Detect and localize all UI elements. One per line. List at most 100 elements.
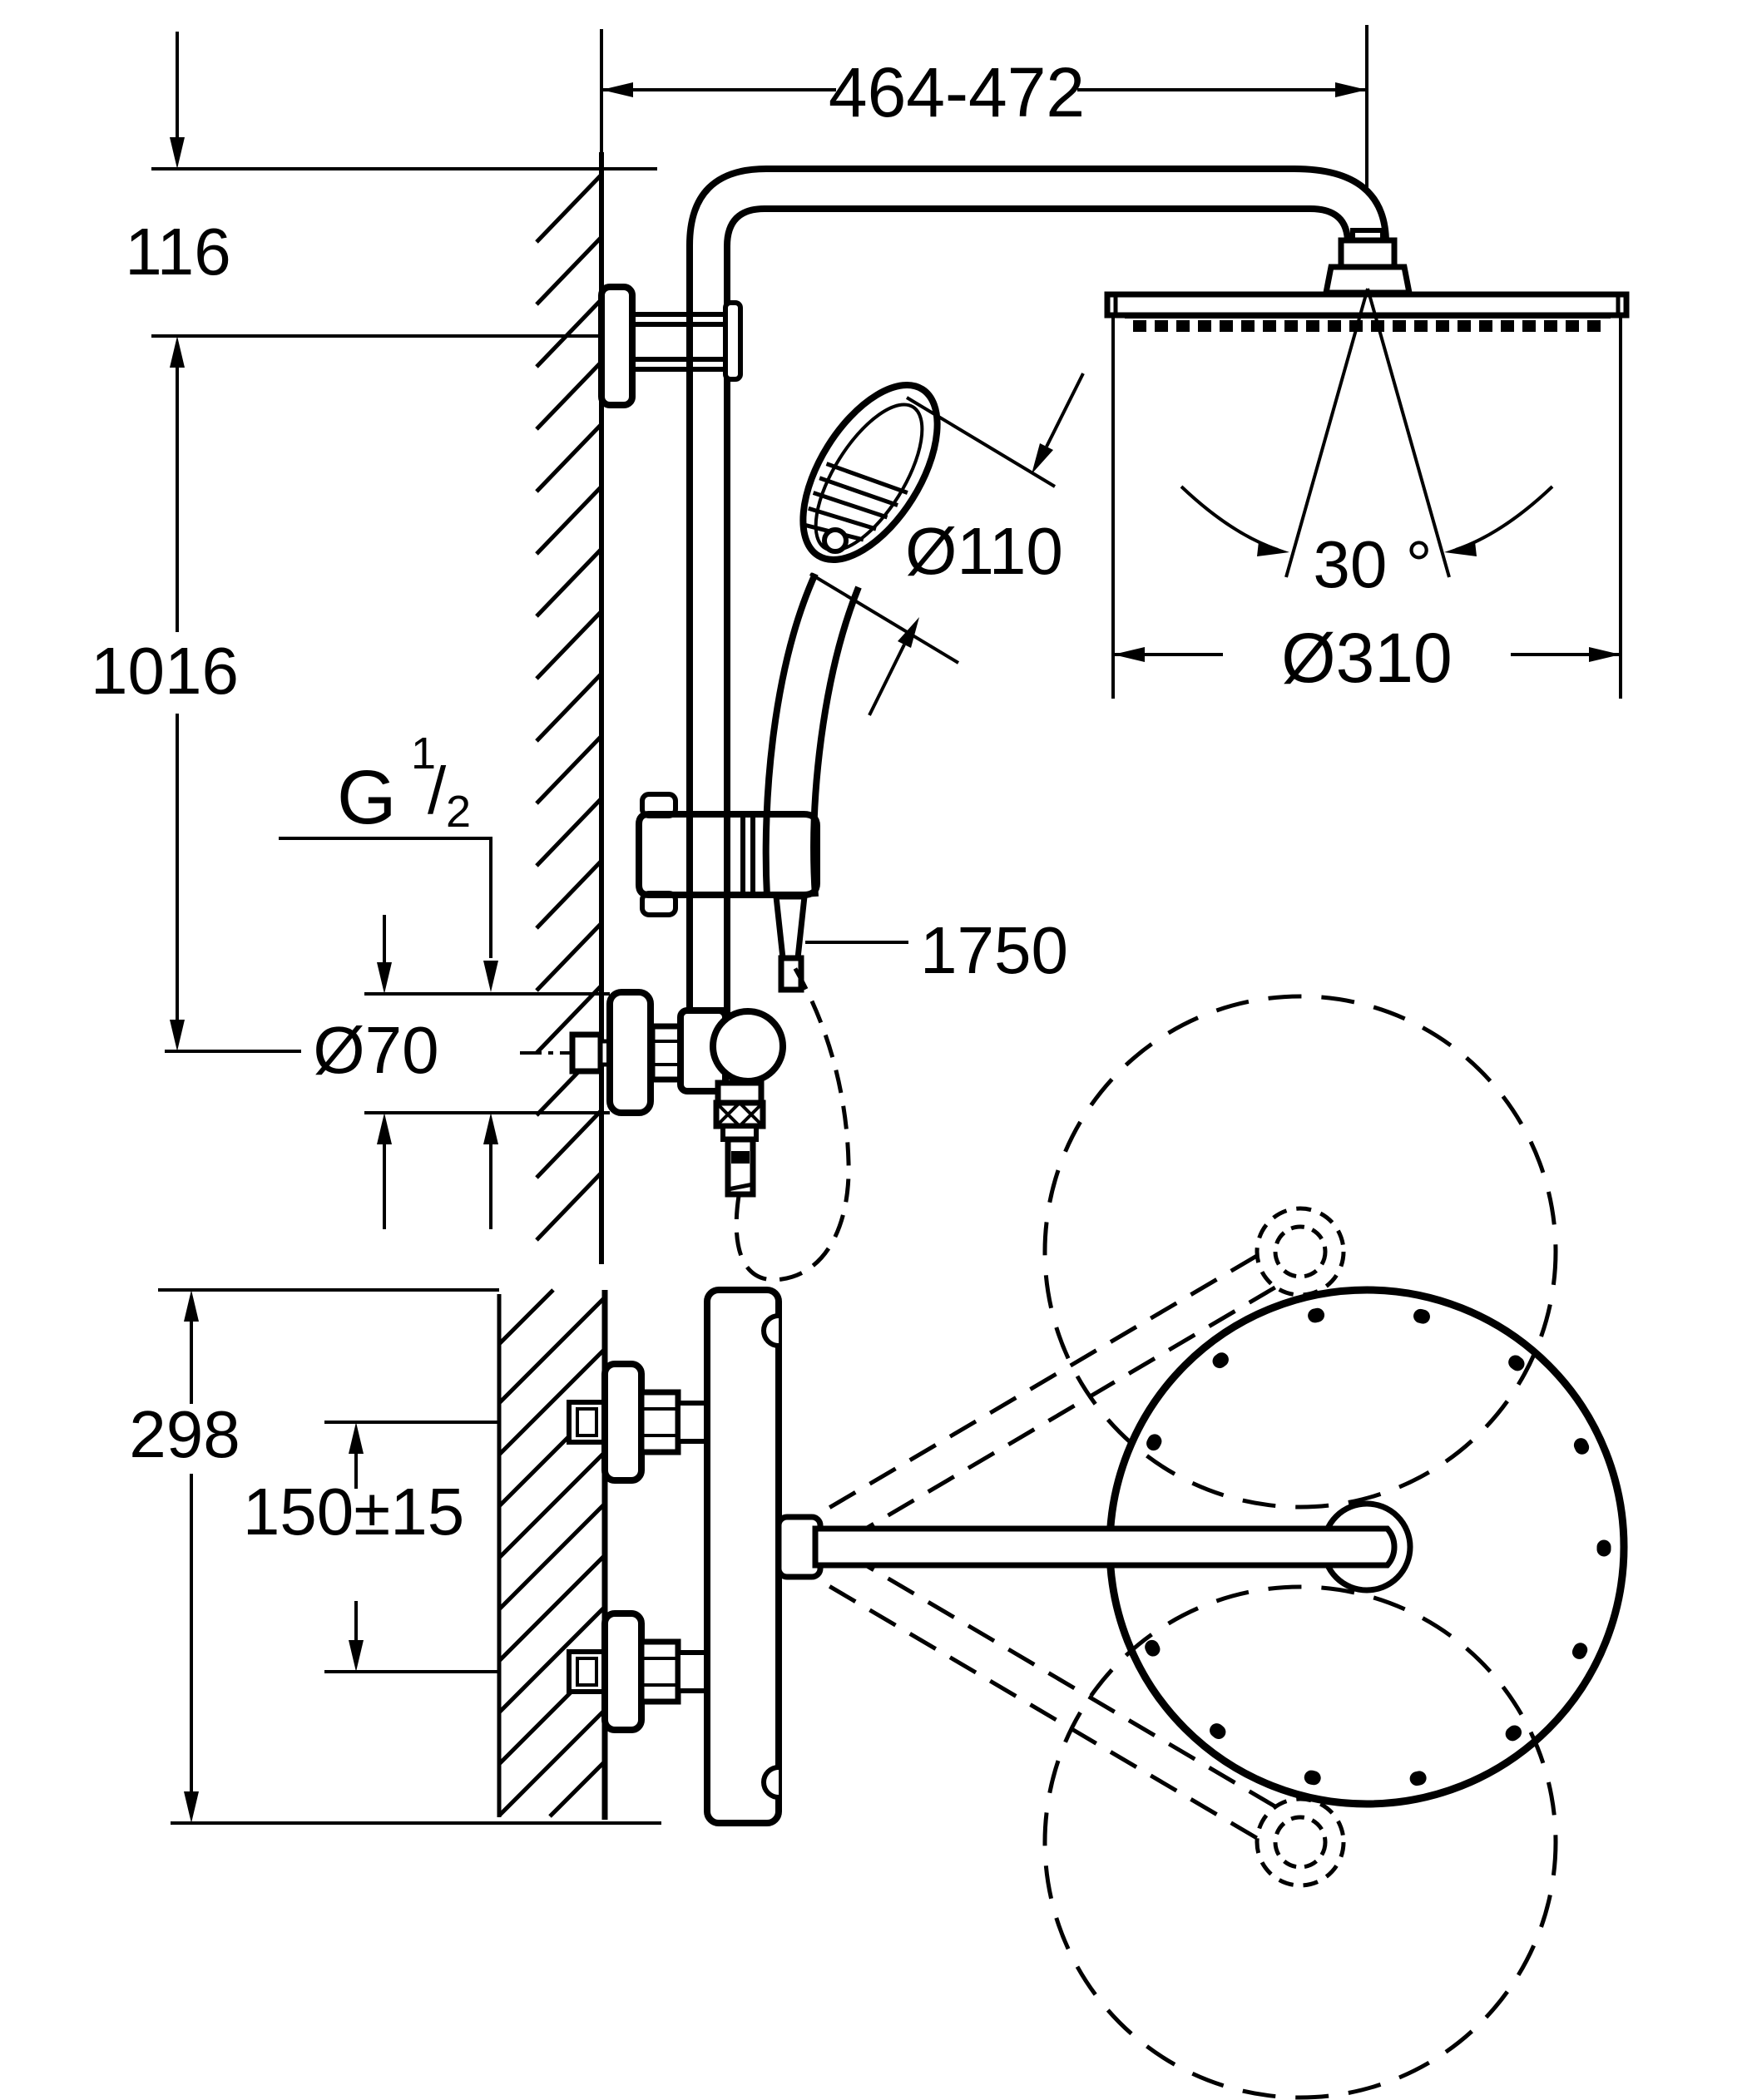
- head-plate-rims: [1113, 294, 1621, 315]
- dim-label-70: Ø70: [313, 1013, 438, 1087]
- bar-notch-bottom: [761, 1765, 779, 1800]
- handshower-handle: [762, 572, 862, 897]
- dim-rail-height: 1016: [91, 336, 239, 1051]
- dim-swivel-angle: 30 °: [1180, 288, 1554, 601]
- head-ext-lines: [1111, 315, 1622, 699]
- arrow-down: [170, 137, 185, 169]
- wall-section-side: [535, 152, 604, 1264]
- arrow-a-shaft: [1045, 373, 1085, 447]
- head-shower-plan: [812, 1286, 1628, 1808]
- thread-underline-leader: [279, 837, 492, 958]
- curved-arrow-right: [1455, 485, 1554, 551]
- nipple-top: [676, 1401, 710, 1444]
- plan-view: 150±15 298: [129, 994, 1628, 2100]
- dim-label-top-width: 464-472: [829, 53, 1085, 131]
- dim-escutcheon: Ø70: [313, 915, 610, 1229]
- bracket-rails: [630, 312, 739, 372]
- thermostat-bar: [704, 1287, 782, 1826]
- thermostat-valve-side: [520, 961, 851, 1282]
- angle-lines: [1284, 288, 1451, 578]
- escutcheon-bottom: [601, 1610, 645, 1733]
- arrow-down-a: [377, 962, 392, 994]
- hose-braid-cross: [715, 1101, 765, 1128]
- dashed-arm-down: [788, 1529, 1289, 1848]
- shower-arm-plan: [812, 1525, 1398, 1569]
- supply-nut: [569, 1031, 604, 1075]
- arrow-right: [1589, 647, 1621, 662]
- nipple-bottom: [676, 1650, 710, 1693]
- arrow-up-b: [483, 1113, 498, 1144]
- hose-band: [731, 1151, 750, 1164]
- supply-connections-plan: [567, 1361, 710, 1733]
- escutcheon-top: [601, 1361, 645, 1484]
- arrow-up-a: [377, 1113, 392, 1144]
- arrow-right: [1335, 82, 1367, 97]
- escutcheon: [606, 989, 654, 1116]
- handle-cone: [773, 893, 808, 961]
- dim-head: Ø310: [1113, 619, 1621, 697]
- dim-label-1016: 1016: [91, 634, 239, 708]
- arrow-up: [170, 336, 185, 368]
- curved-arrow-left: [1180, 485, 1279, 551]
- union-bottom-facets: [641, 1657, 678, 1687]
- dim-handshower: Ø110: [809, 373, 1085, 716]
- supply-nut-bottom-inner: [576, 1657, 598, 1687]
- dim-hose: 1750: [805, 913, 1068, 987]
- dashed-ball-bottom-inner: [1273, 1815, 1328, 1870]
- dim-label-150: 150±15: [243, 1475, 464, 1549]
- side-view: 464-472 116 1016: [91, 25, 1630, 1282]
- dim-top-width: 464-472: [601, 53, 1367, 131]
- dashed-head-circle-bottom: [1042, 1584, 1558, 2100]
- thermostat-plan: [704, 1287, 824, 1826]
- arrowhead-left: [1257, 541, 1289, 556]
- dim-label-1750: 1750: [920, 913, 1068, 987]
- dashed-head-circle-top: [1042, 994, 1558, 1510]
- hose-braid: [713, 1099, 766, 1129]
- dashed-arm-up: [788, 1246, 1289, 1565]
- arrow-left: [601, 82, 633, 97]
- wall-hatch: [535, 173, 603, 1242]
- union-nut-top: [638, 1389, 681, 1455]
- dim-label-110: Ø110: [905, 514, 1063, 588]
- arrow-down: [184, 1791, 199, 1823]
- hose-dashed-loop: [734, 961, 851, 1282]
- dim-label-298: 298: [129, 1397, 240, 1471]
- dim-label-116: 116: [125, 215, 231, 289]
- arrow-b: [898, 617, 919, 648]
- dim-label-310: Ø310: [1281, 619, 1453, 697]
- valve-knob: [710, 1008, 786, 1085]
- slider-holder: [636, 792, 820, 993]
- dashed-ball-bottom-outer: [1255, 1796, 1346, 1888]
- hose-end: [727, 1182, 754, 1192]
- wall-section-plan: [497, 1288, 608, 1820]
- dim-wall-offset: 116: [125, 32, 231, 289]
- union-nut-bottom: [638, 1638, 681, 1705]
- ext-line-a: [905, 396, 1057, 488]
- wall-hatch: [497, 1288, 606, 1818]
- dim-label-30: 30 °: [1313, 527, 1432, 601]
- thread-annotation: G 1 / 2: [279, 729, 498, 992]
- bracket-clamp: [723, 300, 743, 382]
- arrow-down: [170, 1020, 185, 1051]
- arrow-a: [1032, 443, 1053, 474]
- ext-line-b: [809, 572, 960, 665]
- bar-notch-top: [761, 1313, 779, 1348]
- arrowhead-right: [1444, 541, 1477, 556]
- thread-arrow: [483, 961, 498, 992]
- bracket-plate: [598, 284, 636, 408]
- dashed-ball-top-outer: [1255, 1206, 1346, 1297]
- wall-bracket: [598, 284, 743, 408]
- thread-label: G 1 / 2: [337, 729, 471, 840]
- handshower-button: [822, 527, 849, 554]
- hose-flange: [715, 1080, 765, 1106]
- arrow-left: [1113, 647, 1145, 662]
- arrow-up: [349, 1422, 364, 1454]
- shower-rail-and-arm: [686, 166, 1390, 1014]
- supply-nut-top-inner: [576, 1407, 598, 1437]
- arrow-up: [184, 1290, 199, 1322]
- union-top-facets: [641, 1407, 678, 1437]
- arrow-b-shaft: [868, 644, 906, 716]
- arrow-down: [349, 1640, 364, 1672]
